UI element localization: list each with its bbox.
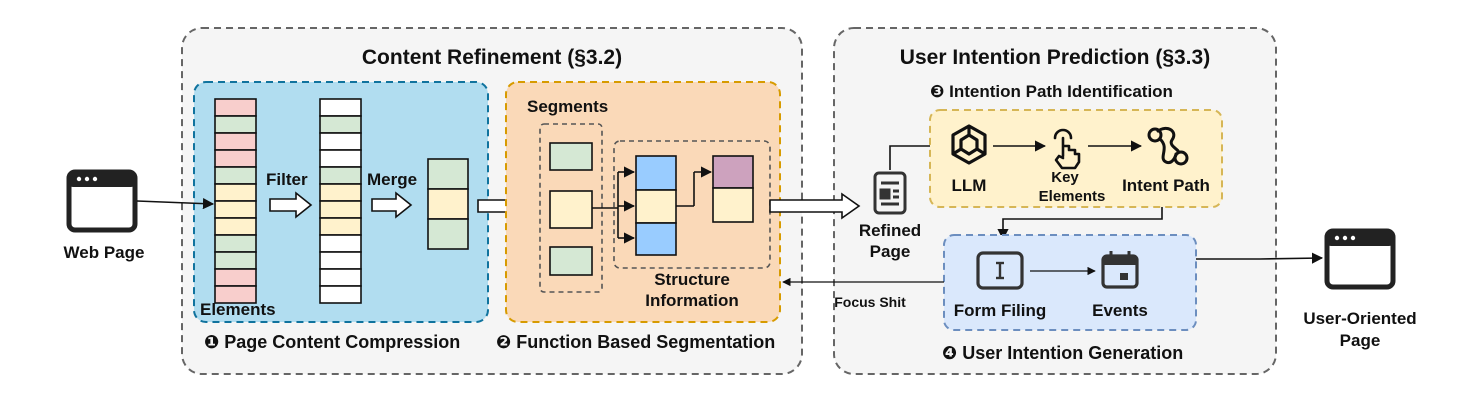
filter-label: Filter <box>266 170 308 189</box>
form-filing-label: Form Filing <box>954 301 1047 320</box>
elements-column <box>214 98 257 304</box>
generation-to-output-arrow <box>1196 252 1324 264</box>
structure-purple <box>712 155 754 189</box>
segment-green-top <box>549 142 593 171</box>
segmentation-to-refined-arrow <box>769 192 861 220</box>
events-label: Events <box>1092 301 1148 320</box>
pointer-icon <box>1053 128 1081 170</box>
user-intention-title: User Intention Prediction (§3.3) <box>900 46 1210 69</box>
segments-label: Segments <box>527 97 608 116</box>
intent-path-to-generation-arrow <box>997 207 1163 241</box>
elements-label: Elements <box>200 300 276 319</box>
intention-path-identification-label: ❸ Intention Path Identification <box>930 82 1173 101</box>
structure-yellow-right <box>712 187 754 223</box>
refined-page-icon <box>873 171 907 215</box>
user-oriented-page-label-line2: Page <box>1340 331 1381 350</box>
intent-path-label: Intent Path <box>1122 176 1210 195</box>
segment-yellow <box>549 190 593 229</box>
structure-label-line2: Information <box>645 291 739 310</box>
text-cursor-icon <box>976 251 1024 290</box>
content-refinement-title: Content Refinement (§3.2) <box>362 46 622 69</box>
merged-column <box>427 158 469 250</box>
user-oriented-page-icon <box>1324 228 1396 290</box>
refined-to-llm-arrow <box>889 140 948 170</box>
user-oriented-page-label-line1: User-Oriented <box>1303 309 1416 328</box>
page-content-compression-label: ❶ Page Content Compression <box>204 332 460 352</box>
llm-icon <box>951 124 987 165</box>
key-elements-label-line2: Elements <box>1039 188 1106 205</box>
structure-blue-top <box>635 155 677 191</box>
llm-label: LLM <box>952 176 987 195</box>
web-page-to-elements-arrow <box>136 198 215 210</box>
segment-tree-connectors <box>592 166 713 244</box>
segments-group <box>539 123 603 293</box>
web-page-label: Web Page <box>64 243 145 262</box>
merge-label: Merge <box>367 170 417 189</box>
user-intention-generation-label: ❹ User Intention Generation <box>942 343 1183 363</box>
web-page-icon <box>66 169 138 233</box>
refined-page-label-line2: Page <box>870 242 911 261</box>
filter-arrow <box>269 191 313 219</box>
calendar-icon <box>1101 251 1139 289</box>
structure-blue-bottom <box>635 222 677 256</box>
intent-path-icon <box>1147 126 1189 166</box>
merge-arrow <box>371 191 413 219</box>
filtered-column <box>319 98 362 304</box>
focus-shift-label: Focus Shit <box>834 294 906 310</box>
structure-yellow <box>635 189 677 224</box>
structure-label-line1: Structure <box>654 270 730 289</box>
refined-page-label-line1: Refined <box>859 221 921 240</box>
function-based-segmentation-label: ❷ Function Based Segmentation <box>496 332 775 352</box>
segment-green-bottom <box>549 246 593 276</box>
key-elements-label-line1: Key <box>1051 169 1079 186</box>
